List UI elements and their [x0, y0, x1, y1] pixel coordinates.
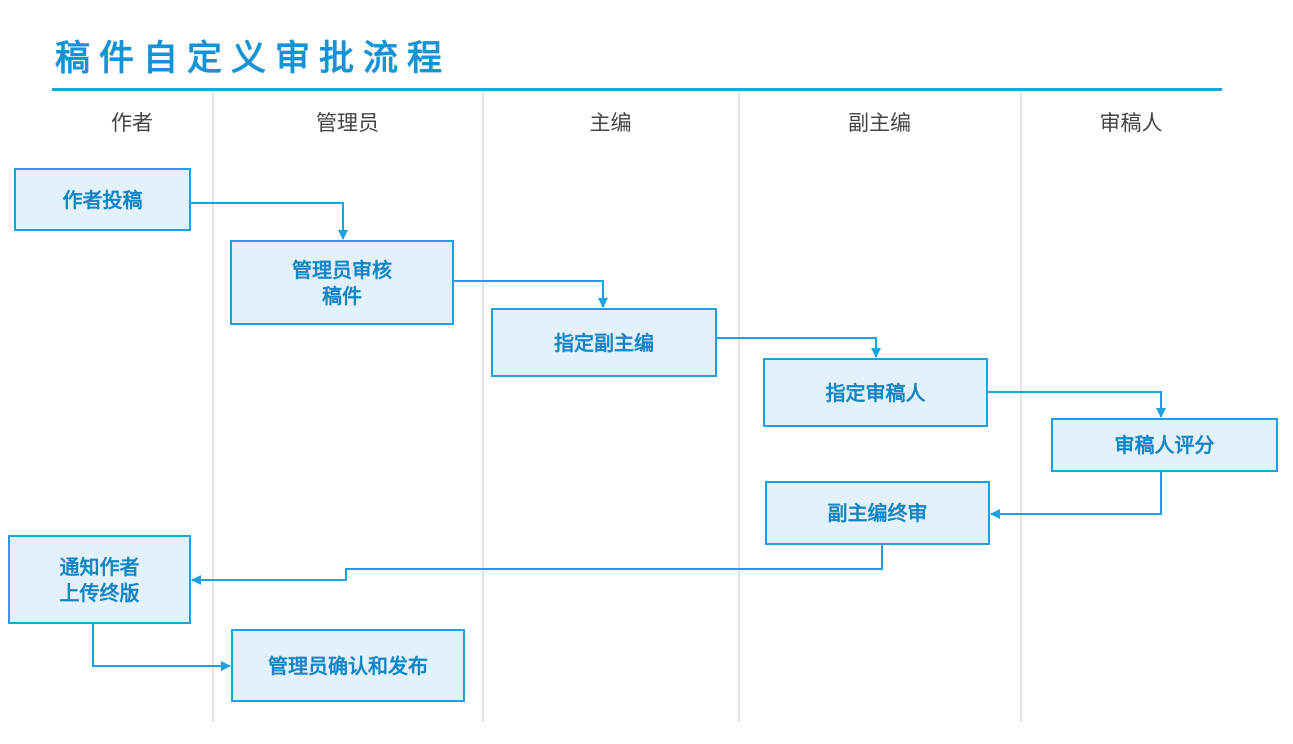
- lane-divider: [738, 92, 740, 722]
- edge-assign-reviewer-to-reviewer-score: [987, 391, 1166, 418]
- edge-admin-review-to-assign-deputy: [453, 280, 608, 308]
- edge-assign-deputy-to-assign-reviewer: [716, 337, 881, 358]
- lane-header-deputy-editor: 副主编: [848, 111, 911, 135]
- node-admin-review: 管理员审核 稿件: [230, 240, 454, 325]
- lane-divider: [1020, 92, 1022, 722]
- node-reviewer-score: 审稿人评分: [1051, 418, 1278, 472]
- edge-notify-author-to-publish: [92, 623, 231, 671]
- node-assign-deputy-editor: 指定副主编: [491, 308, 717, 377]
- lane-header-admin: 管理员: [316, 111, 379, 135]
- lane-divider: [482, 92, 484, 722]
- title-underline: [52, 88, 1222, 91]
- page-title: 稿件自定义审批流程: [55, 39, 452, 79]
- lane-divider: [212, 92, 214, 722]
- node-admin-publish: 管理员确认和发布: [231, 629, 465, 702]
- lane-header-author: 作者: [111, 111, 153, 135]
- node-author-submit: 作者投稿: [14, 168, 191, 231]
- node-deputy-final-review: 副主编终审: [765, 481, 990, 545]
- edge-reviewer-score-to-deputy-final: [990, 471, 1162, 519]
- node-assign-reviewer: 指定审稿人: [763, 358, 988, 427]
- lane-header-chief-editor: 主编: [589, 111, 632, 135]
- node-notify-author: 通知作者 上传终版: [8, 535, 191, 624]
- lane-header-reviewer: 审稿人: [1099, 111, 1163, 135]
- edge-deputy-final-to-notify-author: [191, 544, 883, 585]
